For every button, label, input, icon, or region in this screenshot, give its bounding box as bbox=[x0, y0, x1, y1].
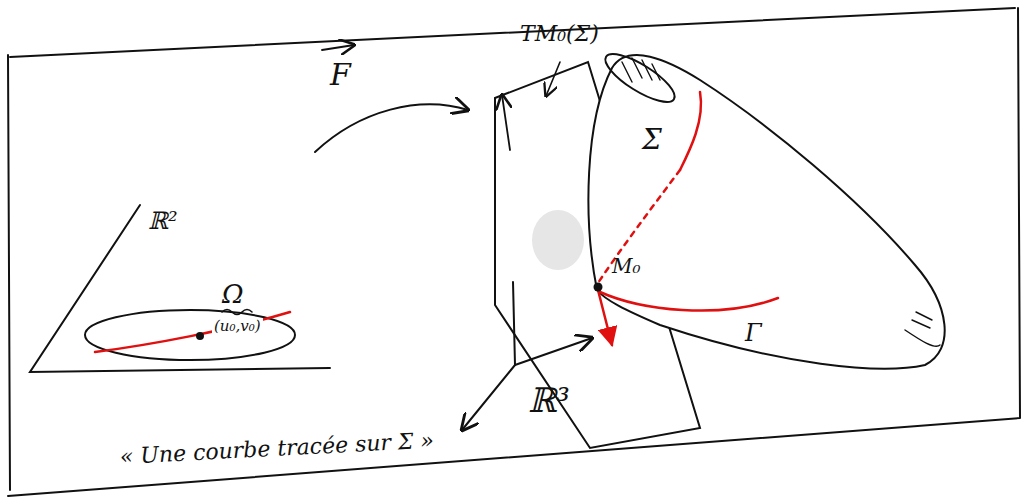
surface bbox=[588, 55, 944, 369]
point-m0 bbox=[594, 283, 603, 292]
domain-omega bbox=[85, 310, 295, 360]
plane-r2 bbox=[30, 205, 330, 372]
curve-label: Γ bbox=[745, 320, 762, 346]
map-label: F bbox=[330, 58, 351, 91]
omega-underline bbox=[222, 310, 252, 315]
point bbox=[197, 333, 203, 339]
hatching bbox=[622, 58, 660, 82]
hatching bbox=[905, 312, 940, 346]
tangent-vector bbox=[598, 290, 612, 345]
surface-cap bbox=[599, 46, 681, 110]
vector-arrow bbox=[322, 45, 354, 50]
domain-label: Ω bbox=[222, 280, 244, 309]
space-label: ℝ³ bbox=[528, 382, 570, 419]
frame bbox=[8, 8, 1020, 496]
point-label: M₀ bbox=[612, 255, 641, 277]
red-curve bbox=[680, 92, 701, 170]
curve-preimage bbox=[95, 312, 290, 352]
red-curve-hidden bbox=[598, 170, 680, 283]
axis bbox=[513, 282, 515, 365]
leader-line bbox=[546, 62, 560, 96]
curve-gamma bbox=[600, 292, 778, 311]
smudge bbox=[532, 210, 584, 270]
plane-arrow bbox=[502, 95, 510, 150]
map-arrow bbox=[315, 104, 468, 152]
axis bbox=[462, 365, 515, 430]
space-label: ℝ² bbox=[148, 208, 178, 234]
tangent-plane-label: TM₀(Σ) bbox=[520, 22, 599, 46]
point-label: (u₀,v₀) bbox=[212, 318, 263, 335]
axis bbox=[515, 338, 592, 365]
surface-label: Σ bbox=[642, 125, 662, 156]
caption-note: « Une courbe tracée sur Σ » bbox=[119, 429, 434, 470]
